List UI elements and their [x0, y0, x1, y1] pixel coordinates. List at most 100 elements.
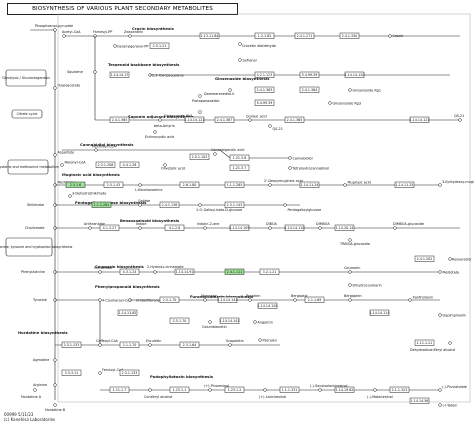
enzyme-box-e32[interactable]	[229, 224, 250, 231]
compound-node[interactable]	[98, 371, 102, 375]
enzyme-box-e30[interactable]	[99, 224, 120, 231]
enzyme-box-e13[interactable]	[284, 116, 305, 123]
side-box-citrate[interactable]	[11, 109, 43, 119]
compound-node[interactable]	[138, 203, 142, 207]
enzyme-box-e13[interactable]	[109, 116, 130, 123]
compound-node[interactable]	[198, 110, 202, 114]
compound-node[interactable]	[248, 298, 252, 302]
enzyme-box-e45[interactable]	[304, 296, 325, 303]
compound-node[interactable]	[228, 88, 232, 92]
enzyme-box-e47[interactable]	[369, 309, 390, 316]
compound-node[interactable]	[203, 298, 207, 302]
compound-node[interactable]	[53, 86, 57, 90]
compound-node[interactable]	[138, 226, 142, 230]
compound-node[interactable]	[68, 194, 72, 198]
side-box-glycolysis[interactable]	[5, 69, 47, 87]
side-box-cysteine[interactable]	[7, 159, 49, 175]
enzyme-box-e23[interactable]	[179, 181, 200, 188]
compound-node[interactable]	[98, 298, 102, 302]
compound-node[interactable]	[448, 341, 452, 345]
compound-node[interactable]	[228, 343, 232, 347]
compound-node[interactable]	[393, 226, 397, 230]
enzyme-box-e42[interactable]	[159, 296, 180, 303]
compound-node[interactable]	[198, 94, 202, 98]
compound-node[interactable]	[148, 343, 152, 347]
enzyme-box-e9[interactable]	[344, 71, 365, 78]
compound-node[interactable]	[408, 298, 412, 302]
compound-node[interactable]	[153, 130, 157, 134]
enzyme-box-e43[interactable]	[219, 317, 240, 324]
compound-node[interactable]	[328, 101, 332, 105]
compound-node[interactable]	[348, 88, 352, 92]
compound-node[interactable]	[208, 388, 212, 392]
enzyme-box-e5[interactable]	[149, 42, 170, 49]
enzyme-box-e16[interactable]	[95, 161, 116, 168]
enzyme-box-e58[interactable]	[414, 339, 435, 346]
enzyme-box-e50[interactable]	[169, 386, 190, 393]
compound-node[interactable]	[288, 166, 292, 170]
enzyme-box-e39[interactable]	[259, 268, 280, 275]
compound-node[interactable]	[238, 42, 242, 46]
enzyme-box-e43[interactable]	[217, 296, 238, 303]
enzyme-box-e27[interactable]	[91, 201, 112, 208]
compound-node[interactable]	[268, 226, 272, 230]
compound-node[interactable]	[88, 226, 92, 230]
compound-node[interactable]	[288, 156, 292, 160]
compound-node[interactable]	[53, 28, 57, 32]
compound-node[interactable]	[53, 403, 57, 407]
compound-node[interactable]	[448, 257, 452, 261]
enzyme-box-e53[interactable]	[334, 386, 355, 393]
enzyme-box-e46[interactable]	[119, 341, 140, 348]
compound-node[interactable]	[258, 338, 262, 342]
enzyme-box-e4[interactable]	[339, 32, 360, 39]
enzyme-box-e26[interactable]	[394, 181, 415, 188]
enzyme-box-e38[interactable]	[224, 268, 245, 275]
compound-node[interactable]	[438, 388, 442, 392]
compound-node[interactable]	[98, 343, 102, 347]
enzyme-box-e31[interactable]	[164, 224, 185, 231]
compound-node[interactable]	[213, 152, 217, 156]
compound-node[interactable]	[158, 118, 162, 122]
compound-node[interactable]	[248, 118, 252, 122]
compound-node[interactable]	[343, 183, 347, 187]
compound-node[interactable]	[268, 183, 272, 187]
compound-node[interactable]	[253, 320, 257, 324]
enzyme-box-e6[interactable]	[109, 71, 130, 78]
enzyme-box-e15[interactable]	[214, 116, 235, 123]
compound-node[interactable]	[53, 383, 57, 387]
compound-node[interactable]	[33, 388, 37, 392]
enzyme-box-e52[interactable]	[279, 386, 300, 393]
compound-node[interactable]	[293, 298, 297, 302]
compound-node[interactable]	[283, 203, 287, 207]
compound-node[interactable]	[208, 320, 212, 324]
compound-node[interactable]	[203, 226, 207, 230]
compound-node[interactable]	[348, 270, 352, 274]
enzyme-box-e25[interactable]	[299, 181, 320, 188]
compound-node[interactable]	[62, 34, 66, 38]
compound-node[interactable]	[238, 58, 242, 62]
enzyme-box-e22[interactable]	[103, 181, 124, 188]
compound-node[interactable]	[268, 124, 272, 128]
compound-node[interactable]	[348, 298, 352, 302]
enzyme-box-e28[interactable]	[159, 201, 180, 208]
compound-node[interactable]	[263, 388, 267, 392]
compound-node[interactable]	[438, 313, 442, 317]
enzyme-box-e36[interactable]	[119, 268, 140, 275]
enzyme-box-e34[interactable]	[334, 224, 355, 231]
compound-node[interactable]	[94, 148, 98, 152]
compound-node[interactable]	[438, 183, 442, 187]
enzyme-box-e2[interactable]	[254, 32, 275, 39]
compound-node[interactable]	[113, 44, 117, 48]
compound-node[interactable]	[438, 270, 442, 274]
compound-node[interactable]	[438, 403, 442, 407]
compound-node[interactable]	[348, 283, 352, 287]
side-box-phenylalanine[interactable]	[5, 237, 53, 257]
compound-node[interactable]	[318, 226, 322, 230]
compound-node[interactable]	[458, 118, 462, 122]
compound-node[interactable]	[388, 34, 392, 38]
enzyme-box-e1[interactable]	[199, 32, 220, 39]
enzyme-box-e20[interactable]	[229, 164, 250, 171]
compound-node[interactable]	[198, 203, 202, 207]
compound-node[interactable]	[373, 388, 377, 392]
enzyme-box-e42[interactable]	[169, 317, 190, 324]
